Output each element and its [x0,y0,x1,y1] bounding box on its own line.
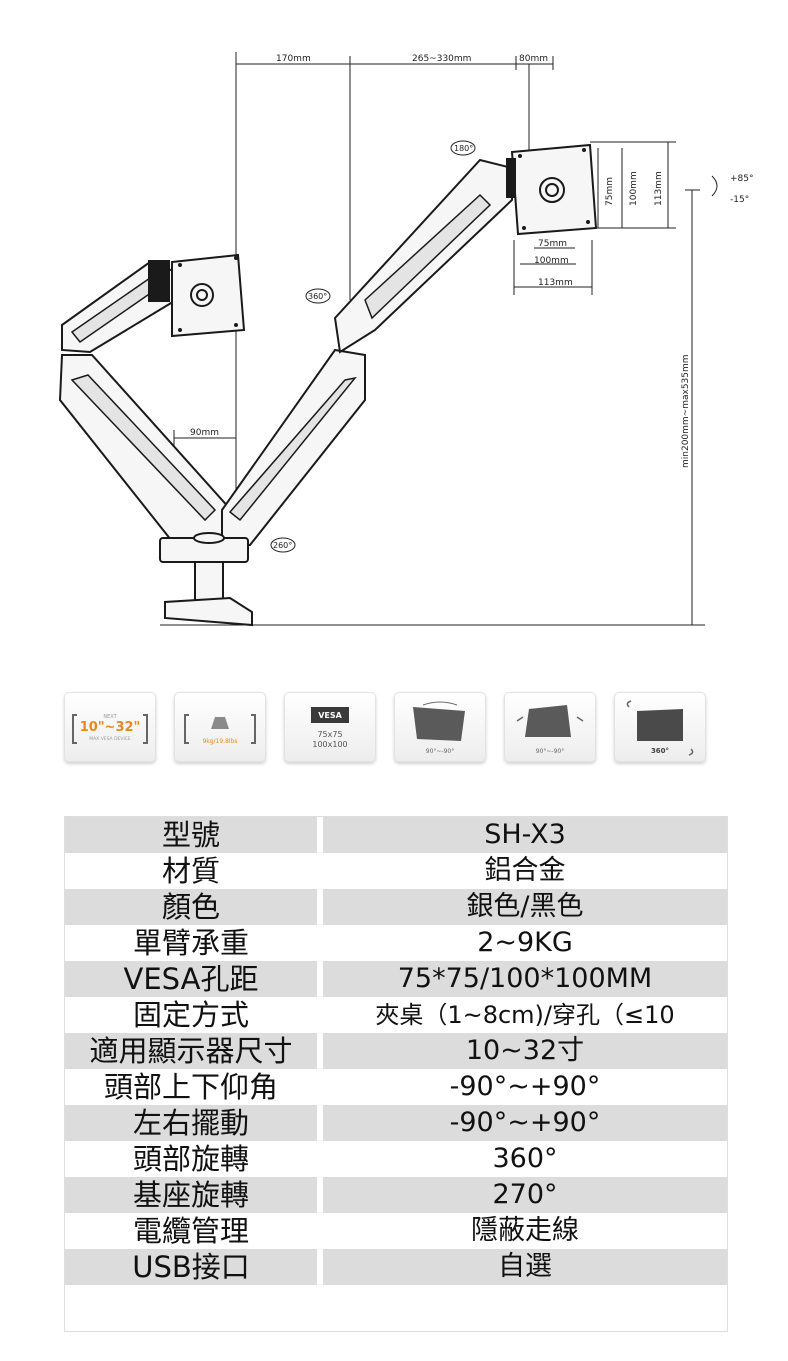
spec-value: -90°~+90° [449,1071,601,1102]
svg-text:9kg/19.8lbs: 9kg/19.8lbs [202,738,237,745]
spec-key: USB接口 [65,1249,317,1285]
spec-row-rotation: 頭部旋轉 360° [65,1141,727,1177]
spec-row-mounting: 固定方式 夾桌（1~8cm)/穿孔（≤10 [65,997,727,1033]
spec-value: 夾桌（1~8cm)/穿孔（≤10 [375,1001,675,1029]
dim-100-horizontal: 100mm [534,256,569,266]
spec-key: 型號 [65,817,317,853]
dim-260-deg: 260° [273,541,292,550]
svg-text:VESA: VESA [318,711,342,720]
spec-value: 鋁合金 [484,855,566,886]
spec-value: 270° [323,1177,727,1213]
spec-row-material: 材質 鋁合金 [65,853,727,889]
spec-row-model: 型號 SH-X3 [65,817,727,853]
spec-key: 基座旋轉 [65,1177,317,1213]
dim-170: 170mm [276,54,311,64]
spec-key: 顏色 [65,889,317,925]
dim-360-deg: 360° [308,292,327,301]
spec-key: 電纜管理 [132,1214,249,1248]
spec-key: 頭部上下仰角 [103,1070,278,1104]
tilt-up-label: +85° [730,174,754,184]
dim-113-vertical: 113mm [654,171,664,206]
spec-row-load: 單臂承重 2~9KG [65,925,727,961]
spec-row-tilt: 頭部上下仰角 -90°~+90° [65,1069,727,1105]
dim-75-horizontal: 75mm [538,239,567,249]
spec-row-usb: USB接口 自選 [65,1249,727,1285]
svg-text:360°: 360° [651,747,669,755]
spec-value: 銀色/黑色 [323,889,727,925]
svg-text:MAX VESA DEVICE: MAX VESA DEVICE [89,736,131,742]
feature-icon-row: NEXT 10"~32" MAX VESA DEVICE 9kg/19.8lbs… [62,692,712,764]
spec-value: 10~32寸 [323,1033,727,1069]
dim-113-horizontal: 113mm [538,278,573,288]
spec-row-base-rotation: 基座旋轉 270° [65,1177,727,1213]
spec-key: 頭部旋轉 [132,1142,249,1176]
spec-table: 型號 SH-X3 材質 鋁合金 顏色 銀色/黑色 單臂承重 2~9KG VESA… [64,816,728,1332]
dim-100-vertical: 100mm [629,171,639,206]
spec-row-cable: 電纜管理 隱蔽走線 [65,1213,727,1249]
spec-value: 隱蔽走線 [471,1215,579,1246]
svg-text:NEXT: NEXT [103,714,117,720]
svg-text:75x75: 75x75 [317,730,342,739]
tilt-down-label: -15° [730,195,749,205]
dim-90: 90mm [190,428,219,438]
spec-value: SH-X3 [323,817,727,853]
svg-text:10"~32": 10"~32" [80,720,141,735]
spec-row-color: 顏色 銀色/黑色 [65,889,727,925]
rotate-icon: 360° [614,692,706,762]
svg-text:90°~-90°: 90°~-90° [426,748,454,755]
spec-value: 自選 [323,1249,727,1285]
spec-value: 360° [492,1143,558,1174]
spec-value: -90°~+90° [323,1105,727,1141]
dim-80: 80mm [519,54,548,64]
spec-key: 適用顯示器尺寸 [65,1033,317,1069]
vesa-icon: VESA 75x75 100x100 [284,692,376,762]
spec-value: 75*75/100*100MM [323,961,727,997]
spec-row-vesa: VESA孔距 75*75/100*100MM [65,961,727,997]
spec-key: 單臂承重 [132,926,249,960]
spec-key: VESA孔距 [65,961,317,997]
spec-value: 2~9KG [477,927,573,958]
dim-265-330: 265~330mm [412,54,471,64]
spec-row-screen-size: 適用顯示器尺寸 10~32寸 [65,1033,727,1069]
spec-row-swivel: 左右擺動 -90°~+90° [65,1105,727,1141]
spec-key: 左右擺動 [65,1105,317,1141]
dim-180-deg: 180° [454,144,473,153]
svg-text:100x100: 100x100 [312,740,347,749]
tilt-icon: 90°~-90° [394,692,486,762]
dim-75-vertical: 75mm [605,177,615,206]
dim-height-range: min200mm~max535mm [681,354,691,468]
screen-size-icon: NEXT 10"~32" MAX VESA DEVICE [64,692,156,762]
spec-key: 材質 [161,854,220,888]
swivel-icon: 90°~-90° [504,692,596,762]
spec-key: 固定方式 [132,998,249,1032]
svg-text:90°~-90°: 90°~-90° [536,748,564,755]
dimension-diagram: 170mm 265~330mm 80mm 180° 360° 90mm 260°… [58,52,754,627]
load-weight-icon: 9kg/19.8lbs [174,692,266,762]
